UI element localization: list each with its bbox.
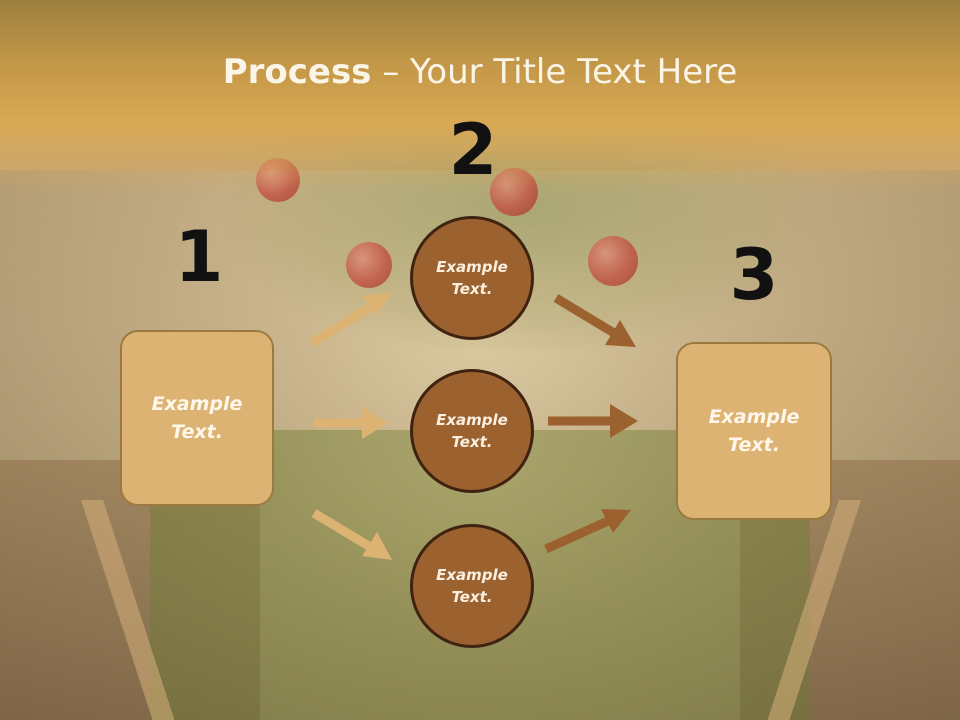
arrow-top-to-right	[553, 294, 636, 347]
process-circle-middle: Example Text.	[410, 369, 534, 493]
left-box-text: Example Text.	[151, 392, 243, 444]
left-text-box: Example Text.	[120, 330, 274, 506]
right-box-text: Example Text.	[708, 405, 800, 457]
arrow-bottom-to-right	[544, 509, 631, 554]
arrow-left-to-bottom	[311, 509, 392, 560]
process-circle-top: Example Text.	[410, 216, 534, 340]
apple-image	[588, 236, 638, 286]
step-number-1: 1	[174, 216, 224, 298]
circle-text: Example Text.	[436, 410, 508, 452]
circle-text: Example Text.	[436, 565, 508, 607]
right-text-box: Example Text.	[676, 342, 832, 520]
process-circle-bottom: Example Text.	[410, 524, 534, 648]
arrow-left-to-middle	[314, 407, 388, 439]
step-number-2: 2	[448, 109, 498, 191]
arrow-middle-to-right	[548, 404, 638, 438]
title-bold: Process	[222, 52, 372, 92]
slide-title: Process – Your Title Text Here	[0, 52, 960, 92]
arrow-left-to-top	[309, 292, 392, 347]
title-band	[0, 0, 960, 190]
apple-image	[346, 242, 392, 288]
circle-text: Example Text.	[436, 257, 508, 299]
title-rest: – Your Title Text Here	[371, 52, 738, 92]
step-number-3: 3	[729, 234, 779, 316]
